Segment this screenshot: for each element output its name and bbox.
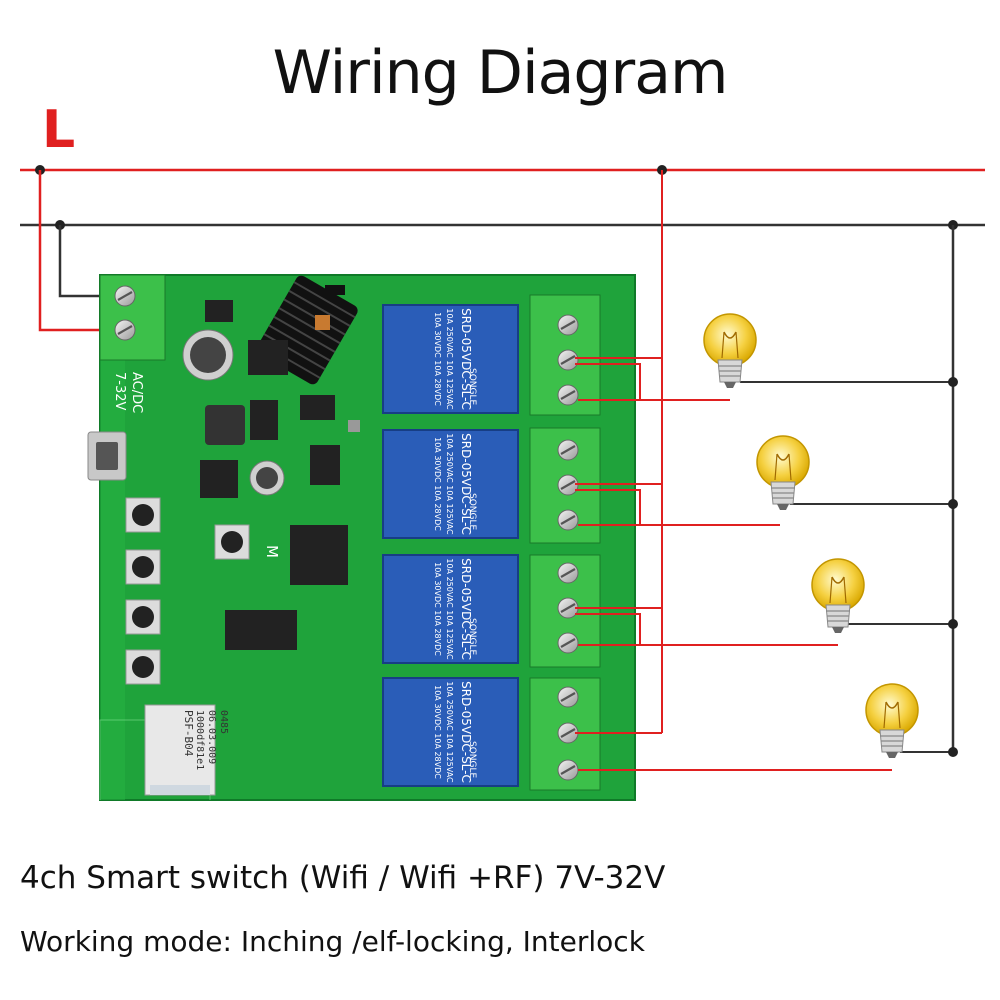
relay-4-rating-2: 10A 30VDC 10A 28VDC: [433, 685, 442, 779]
live-line-label: L: [42, 100, 76, 160]
pcb-components: [182, 285, 360, 650]
relay-3-rating-2: 10A 30VDC 10A 28VDC: [433, 562, 442, 656]
relay-2-brand: SONGLE: [467, 493, 477, 531]
relay-1-model: SRD-05VDC-SL-C: [459, 308, 473, 410]
micro-usb-port: [87, 431, 127, 481]
diagram-title: Wiring Diagram: [272, 38, 729, 108]
relay-3-model: SRD-05VDC-SL-C: [459, 558, 473, 660]
live-feed-wire: [38, 170, 125, 332]
power-terminal-block: [99, 274, 166, 361]
bulb-1-icon: [703, 313, 757, 389]
relay-1-brand: SONGLE: [467, 368, 477, 406]
working-mode-caption: Working mode: Inching /elf-locking, Inte…: [20, 925, 645, 958]
bulb-2-icon: [756, 435, 810, 511]
output-terminals: [529, 294, 601, 791]
module-label-1: PSF-B04: [182, 710, 195, 757]
relay-4-rating-1: 10A 250VAC 10A 125VAC: [445, 681, 454, 783]
relay-1-rating-2: 10A 30VDC 10A 28VDC: [433, 312, 442, 406]
relay-1-rating-1: 10A 250VAC 10A 125VAC: [445, 308, 454, 410]
neutral-junctions: [948, 377, 958, 757]
relay-2: SRD-05VDC-SL-C 10A 250VAC 10A 125VAC 10A…: [382, 429, 519, 539]
live-common-wires: [575, 170, 663, 734]
relay-4: SRD-05VDC-SL-C 10A 250VAC 10A 125VAC 10A…: [382, 677, 519, 787]
relay-3: SRD-05VDC-SL-C 10A 250VAC 10A 125VAC 10A…: [382, 554, 519, 664]
bulb-3-icon: [811, 558, 865, 634]
wifi-module: [144, 704, 216, 796]
module-label-4: 0485: [218, 710, 229, 734]
product-caption: 4ch Smart switch (Wifi / Wifi +RF) 7V-32…: [20, 860, 666, 896]
neutral-bus: [20, 220, 985, 752]
relay-3-brand: SONGLE: [467, 618, 477, 656]
module-label-2: 1000df81e1: [194, 710, 205, 770]
mode-button-label: M: [263, 545, 281, 558]
relay-2-model: SRD-05VDC-SL-C: [459, 433, 473, 535]
relay-4-model: SRD-05VDC-SL-C: [459, 681, 473, 783]
live-bus: [20, 165, 985, 175]
relay-4-brand: SONGLE: [467, 741, 477, 779]
neutral-return-wires: [740, 381, 953, 753]
power-label-voltage: 7-32V: [112, 372, 127, 411]
relay-1: SRD-05VDC-SL-C 10A 250VAC 10A 125VAC 10A…: [382, 304, 519, 414]
module-label-3: 06.03.009: [206, 710, 217, 764]
relay-2-rating-1: 10A 250VAC 10A 125VAC: [445, 433, 454, 535]
load-output-wires: [575, 363, 892, 771]
relay-3-rating-1: 10A 250VAC 10A 125VAC: [445, 558, 454, 660]
power-label-acdc: AC/DC: [129, 372, 144, 413]
relay-2-rating-2: 10A 30VDC 10A 28VDC: [433, 437, 442, 531]
bulb-4-icon: [865, 683, 919, 759]
